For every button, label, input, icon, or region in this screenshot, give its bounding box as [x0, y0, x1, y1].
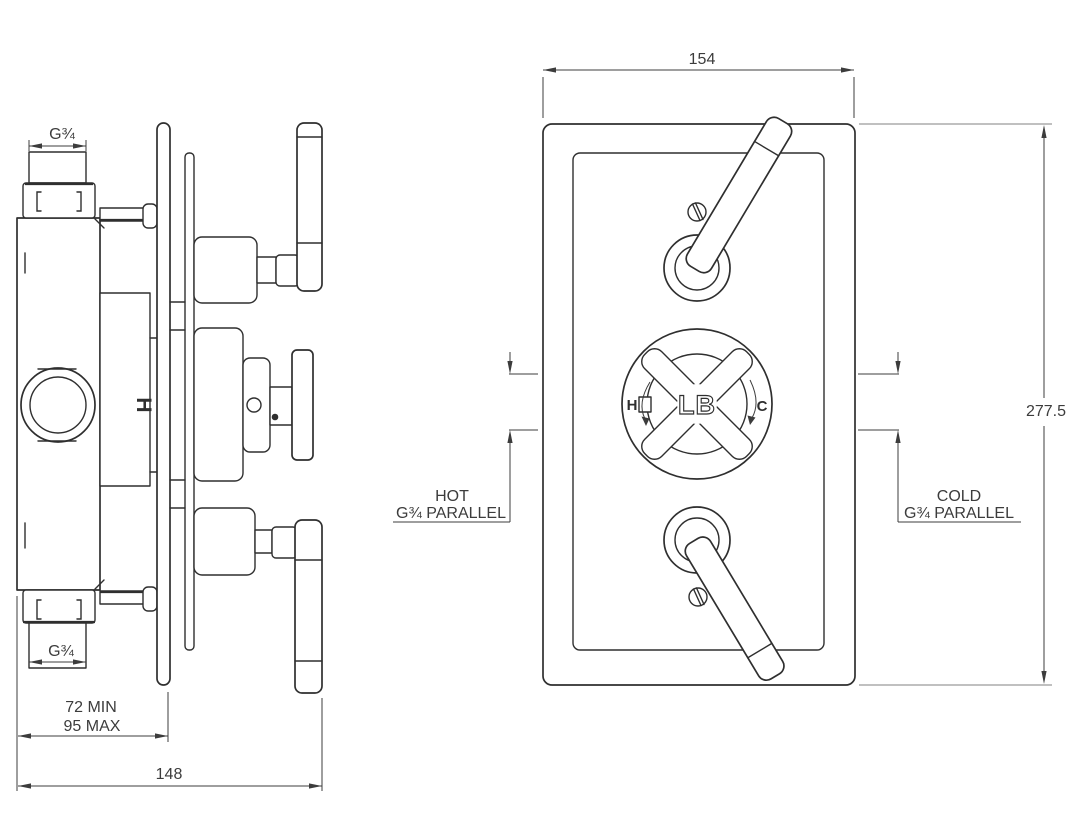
side-view: H G¾ — [16, 122, 323, 791]
bottom-chamfer — [94, 579, 105, 590]
bottom-nut — [22, 589, 96, 624]
bottom-cartridge — [193, 507, 256, 576]
bottom-lever — [684, 536, 785, 682]
dim-width-label: 154 — [689, 51, 716, 68]
top-cartridge — [193, 236, 258, 304]
dim-overall-depth: 148 — [18, 698, 323, 791]
hot-port-leader: HOT G¾ PARALLEL — [393, 352, 538, 523]
top-nut — [22, 182, 96, 219]
hot-stop-tab — [638, 396, 652, 413]
bottom-screw — [688, 587, 708, 607]
dim-depth-line2: 95 MAX — [64, 718, 121, 735]
top-lever-hub-side — [275, 254, 300, 287]
dim-g34-bottom: G¾ — [29, 643, 86, 665]
thermostat-cartridge — [193, 327, 244, 482]
front-view: H C LB 154 — [393, 51, 1066, 686]
top-lever-side — [296, 122, 323, 292]
bottom-nut-bracket-right — [76, 599, 82, 620]
top-nut-bracket-left — [36, 191, 42, 212]
bottom-nut-bracket-left — [36, 599, 42, 620]
cross-center — [677, 384, 717, 424]
dim-overall-depth-label: 148 — [156, 766, 183, 783]
trim-plate-edge — [156, 122, 171, 686]
top-pipe-cap — [142, 203, 158, 229]
cross-handle-edge — [291, 349, 314, 461]
bottom-lever-hub-side — [271, 526, 298, 559]
dim-height-2775: 277.5 — [859, 123, 1066, 686]
mounting-plate-edge — [184, 152, 195, 651]
hot-indicator-letter: H — [627, 397, 638, 414]
cold-label-line2: G¾ PARALLEL — [904, 505, 1014, 522]
dim-g34-top: G¾ — [28, 126, 87, 151]
side-port-inner — [29, 376, 87, 434]
top-nut-bracket-right — [76, 191, 82, 212]
cold-label-line1: COLD — [937, 488, 981, 505]
top-stem — [256, 256, 277, 284]
dim-height-label: 277.5 — [1026, 403, 1066, 420]
cold-port-leader: COLD G¾ PARALLEL — [858, 352, 1021, 523]
bottom-pipe-cap — [142, 586, 158, 612]
bottom-stem — [254, 529, 273, 554]
dim-depth-minmax: 72 MIN 95 MAX — [16, 596, 169, 791]
hot-rotation-arc — [641, 381, 651, 420]
top-lever — [685, 116, 793, 274]
dim-depth-line1: 72 MIN — [65, 699, 117, 716]
hot-rotation-arrowhead — [641, 416, 650, 426]
hot-marking-label: H — [132, 397, 155, 412]
bottom-lever-side — [294, 519, 323, 694]
stem-dot — [271, 413, 279, 421]
dim-width-154: 154 — [542, 51, 855, 118]
thermostat-housing — [99, 292, 151, 487]
top-chamfer — [94, 218, 105, 229]
cold-indicator-letter: C — [757, 398, 768, 415]
cold-rotation-arrowhead — [747, 415, 756, 425]
dim-g34-top-label: G¾ — [49, 126, 75, 143]
hot-label-line2: G¾ PARALLEL — [396, 505, 506, 522]
hot-label-line1: HOT — [435, 488, 469, 505]
cold-rotation-arc — [749, 379, 757, 419]
top-screw — [687, 202, 707, 222]
hub-monogram: LB — [678, 390, 716, 420]
thermostat-pin — [246, 397, 262, 413]
top-tail-pipe — [28, 151, 87, 184]
cross-handle: H C LB — [621, 328, 773, 480]
dim-g34-bottom-label: G¾ — [48, 643, 74, 660]
